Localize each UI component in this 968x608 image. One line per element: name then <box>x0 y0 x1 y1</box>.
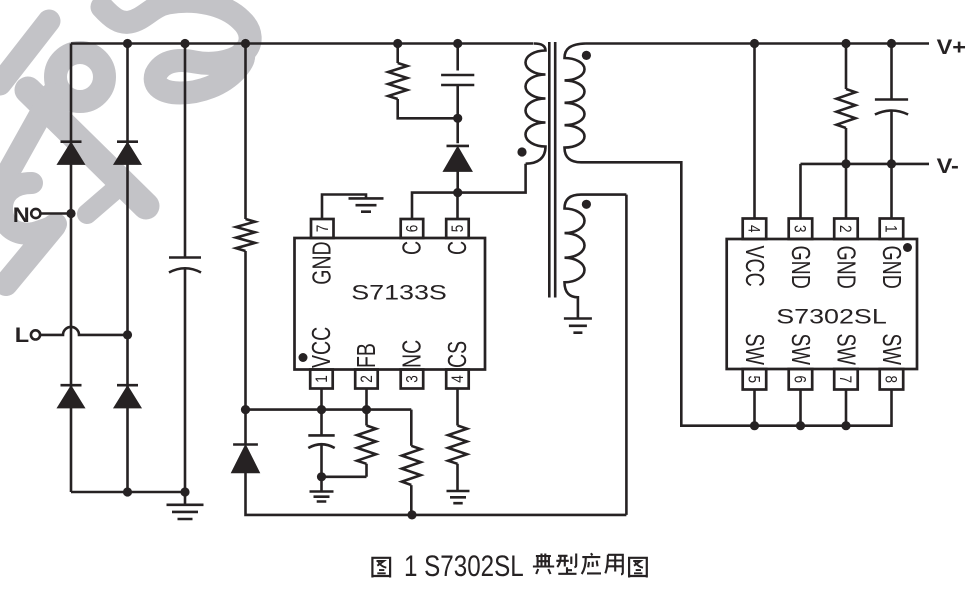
svg-text:SW: SW <box>877 334 906 366</box>
svg-text:L: L <box>15 323 29 347</box>
svg-text:SW: SW <box>786 334 815 366</box>
svg-text:4: 4 <box>449 375 468 383</box>
svg-text:V-: V- <box>937 154 959 178</box>
svg-text:N: N <box>13 203 30 227</box>
svg-text:1: 1 <box>313 375 332 383</box>
svg-text:VCC: VCC <box>740 246 769 287</box>
svg-text:S7302SL: S7302SL <box>776 305 887 329</box>
svg-text:VCC: VCC <box>306 327 335 368</box>
svg-text:6: 6 <box>790 375 809 383</box>
svg-text:GND: GND <box>877 246 906 289</box>
svg-text:3: 3 <box>790 225 809 233</box>
svg-text:4: 4 <box>744 225 763 233</box>
svg-text:6: 6 <box>403 225 422 233</box>
svg-text:1: 1 <box>881 225 900 233</box>
svg-text:2: 2 <box>836 225 855 233</box>
svg-text:FB: FB <box>351 343 380 368</box>
svg-text:SW: SW <box>832 334 861 366</box>
svg-text:SW: SW <box>740 334 769 366</box>
svg-text:7: 7 <box>836 375 855 383</box>
svg-text:3: 3 <box>403 375 422 383</box>
svg-text:C: C <box>442 241 471 255</box>
svg-text:GND: GND <box>832 246 861 289</box>
svg-text:S7133S: S7133S <box>351 281 447 305</box>
svg-text:CS: CS <box>442 341 471 368</box>
svg-text:1 S7302SL: 1 S7302SL <box>404 550 524 583</box>
svg-text:2: 2 <box>358 375 377 383</box>
svg-text:GND: GND <box>786 246 815 289</box>
svg-text:V+: V+ <box>937 35 966 59</box>
svg-text:5: 5 <box>744 375 763 383</box>
svg-text:8: 8 <box>881 375 900 383</box>
svg-text:GND: GND <box>307 241 336 284</box>
svg-text:5: 5 <box>449 225 468 233</box>
svg-text:7: 7 <box>314 225 333 233</box>
svg-text:NC: NC <box>397 340 426 368</box>
svg-text:C: C <box>397 241 426 255</box>
